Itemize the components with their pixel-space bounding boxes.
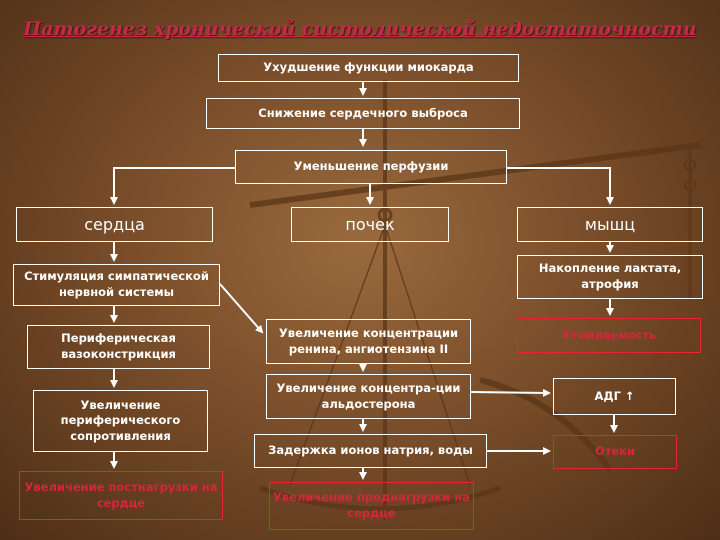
page-title: Патогенез хронической систолической недо…: [23, 18, 697, 40]
box-cardiac-output-decrease: Снижение сердечного выброса: [206, 98, 520, 129]
box-peripheral-resistance: Увеличение периферического сопротивления: [33, 390, 208, 452]
box-preload-increase: Увеличение преднагрузки на сердце: [269, 482, 474, 530]
box-peripheral-vasoconstriction: Периферическая вазоконстрикция: [27, 325, 210, 369]
arrow-aldosterone-to-adh: [470, 388, 551, 397]
box-muscles: мышц: [517, 207, 703, 242]
box-edema: Отеки: [553, 435, 677, 469]
box-afterload-increase: Увеличение постнагрузки на сердце: [19, 471, 223, 520]
box-sympathetic-stimulation: Стимуляция симпатической нервной системы: [13, 264, 220, 306]
arrow-perfusion-to-muscles: [507, 167, 614, 205]
arrow-sympathetic-to-renin: [219, 283, 264, 334]
arrow-perfusion-to-heart: [110, 167, 235, 205]
box-lactate-accumulation: Накопление лактата, атрофия: [517, 255, 703, 299]
box-renin-angiotensin: Увеличение концентрации ренина, ангиотен…: [266, 319, 471, 364]
box-heart: сердца: [16, 207, 213, 242]
box-myocardial-worsening: Ухудшение функции миокарда: [218, 54, 519, 82]
box-sodium-water-retention: Задержка ионов натрия, воды: [254, 434, 487, 468]
box-adh: АДГ ↑: [553, 378, 676, 415]
box-kidneys: почек: [291, 207, 449, 242]
box-aldosterone: Увеличение концентра-ции альдостерона: [266, 374, 471, 419]
box-perfusion-decrease: Уменьшение перфузии: [235, 150, 507, 184]
box-fatigue: Утомляемость: [517, 318, 701, 353]
